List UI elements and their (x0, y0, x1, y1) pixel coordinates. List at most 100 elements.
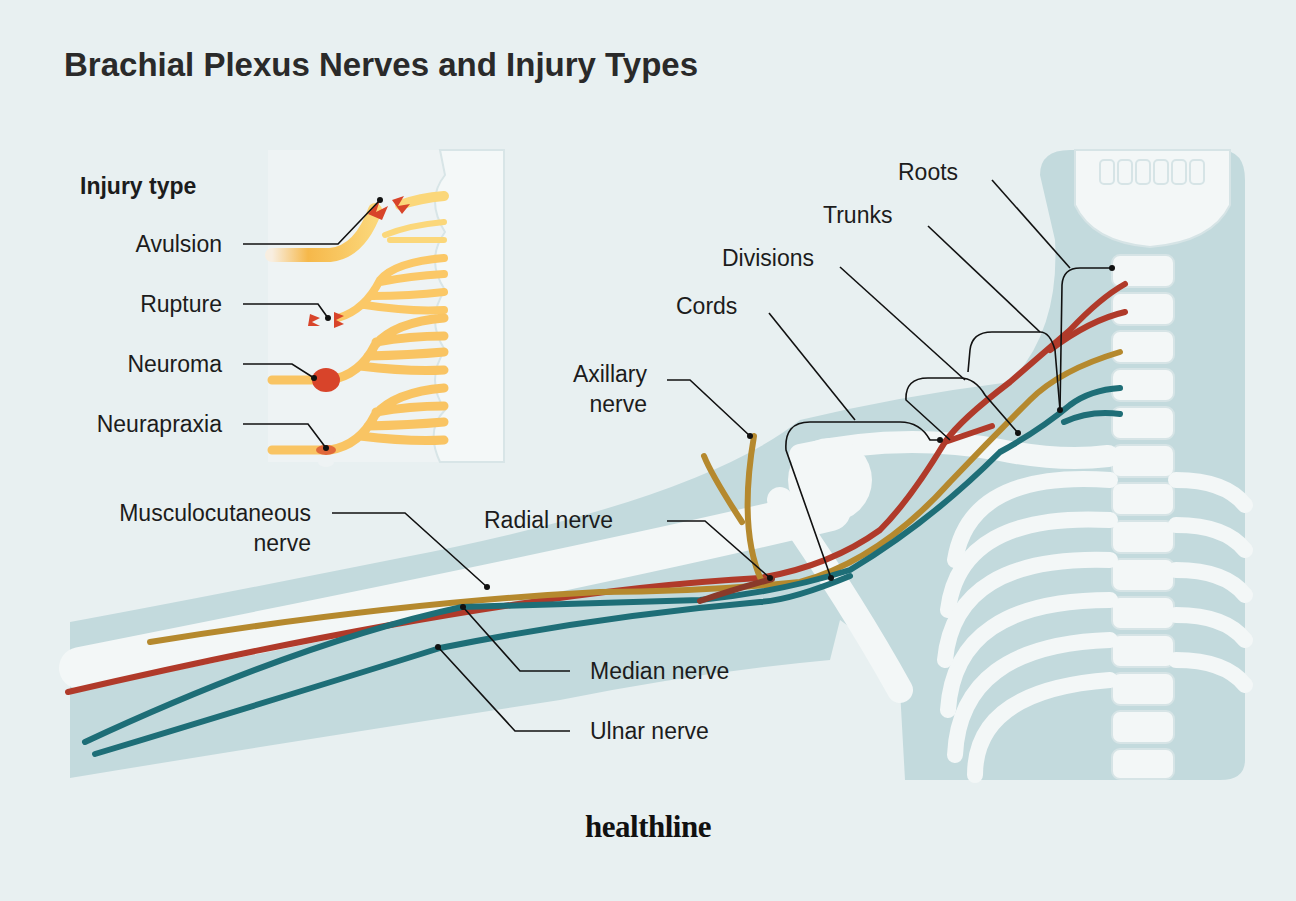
leader-lines (667, 380, 750, 436)
ribs (1176, 525, 1245, 550)
plexus-part-label: Cords (676, 291, 737, 321)
nerve-gold (704, 456, 742, 522)
skeleton (1112, 483, 1174, 515)
injury-label: Neuroma (127, 349, 222, 379)
ribs (975, 680, 1110, 775)
ribs (945, 479, 1245, 775)
nerve-label: Radial nerve (484, 505, 613, 535)
skeleton (1112, 673, 1174, 705)
leader-lines (332, 513, 487, 587)
injury-panel (268, 150, 504, 462)
leader-lines (786, 422, 940, 578)
nerve-teal (95, 576, 850, 754)
leader-lines (243, 304, 328, 318)
skeleton (1190, 160, 1204, 184)
leader-dots (484, 584, 490, 590)
skeleton (1075, 150, 1230, 247)
injury-marks (318, 457, 334, 467)
nerve-red (68, 284, 1125, 692)
panel-heading: Injury type (80, 171, 196, 201)
leader-dots (460, 604, 466, 610)
leader-lines (769, 313, 855, 420)
leader-lines (243, 180, 1112, 731)
ribs (1176, 570, 1245, 595)
leader-dots (323, 445, 329, 451)
plexus-part-label: Trunks (823, 200, 892, 230)
injury-nerves (338, 258, 444, 318)
skeleton (1112, 597, 1174, 629)
ribs (1176, 615, 1245, 640)
nerve-teal (1064, 413, 1120, 422)
nerve-teal (85, 388, 1120, 742)
injury-marks (392, 196, 410, 214)
injury-marks (308, 196, 410, 467)
injury-nerves (385, 222, 444, 240)
skeleton (1112, 749, 1174, 779)
leader-lines (906, 378, 1018, 440)
leader-dots (311, 197, 1115, 650)
leader-lines (243, 364, 314, 378)
leader-lines (928, 226, 1040, 332)
injury-marks (334, 312, 344, 328)
leader-dots (435, 644, 441, 650)
leader-dots (1015, 430, 1021, 436)
injury-nerves (272, 196, 444, 450)
skeleton (1112, 293, 1174, 325)
skeleton (1100, 160, 1114, 184)
injury-nerves (272, 210, 375, 255)
skeleton (1118, 160, 1132, 184)
nerve-radial (700, 579, 772, 601)
injury-nerves (400, 196, 444, 205)
skeleton (1112, 331, 1174, 363)
leader-lines (992, 180, 1070, 268)
skeleton (1112, 369, 1174, 401)
nerve-label: Median nerve (590, 656, 729, 686)
injury-nerves (272, 388, 444, 450)
injury-marks (308, 314, 320, 326)
leader-lines (438, 647, 570, 731)
nerve-label: Ulnar nerve (590, 716, 709, 746)
leader-lines (463, 607, 570, 671)
leader-lines (840, 267, 965, 380)
skeleton (1112, 445, 1174, 477)
injury-panel (268, 150, 504, 462)
injury-marks (316, 445, 336, 455)
leader-dots (937, 437, 943, 443)
injury-label: Avulsion (135, 229, 222, 259)
skeleton (1112, 521, 1174, 553)
leader-lines (968, 332, 1060, 410)
nerve-radial (700, 579, 772, 601)
leader-dots (311, 375, 317, 381)
nerve-label: Musculocutaneous nerve (81, 498, 311, 558)
skeleton (1112, 559, 1174, 591)
skeleton (1112, 635, 1174, 667)
leader-lines (243, 200, 380, 244)
nerve-label: Axillary nerve (517, 359, 647, 419)
skeleton (1112, 711, 1174, 743)
leader-lines (243, 424, 326, 448)
nerve-teal (85, 388, 1120, 754)
injury-marks (312, 368, 340, 392)
diagram-title: Brachial Plexus Nerves and Injury Types (64, 46, 698, 84)
leader-lines (667, 521, 770, 578)
leader-dots (828, 575, 834, 581)
leader-lines (1060, 268, 1112, 410)
plexus-part-label: Divisions (722, 243, 814, 273)
brand-logo: healthline (585, 812, 711, 842)
ribs (1176, 480, 1245, 505)
leader-dots (1057, 407, 1063, 413)
leader-dots (767, 575, 773, 581)
injury-label: Neurapraxia (97, 409, 222, 439)
body-silhouette (70, 150, 1245, 780)
skeleton (1154, 160, 1168, 184)
nerve-red (945, 426, 992, 442)
skeleton (1112, 255, 1174, 287)
leader-dots (747, 433, 753, 439)
nerve-red (68, 284, 1125, 692)
ribs (1176, 660, 1245, 685)
skeleton (1136, 160, 1150, 184)
injury-label: Rupture (140, 289, 222, 319)
